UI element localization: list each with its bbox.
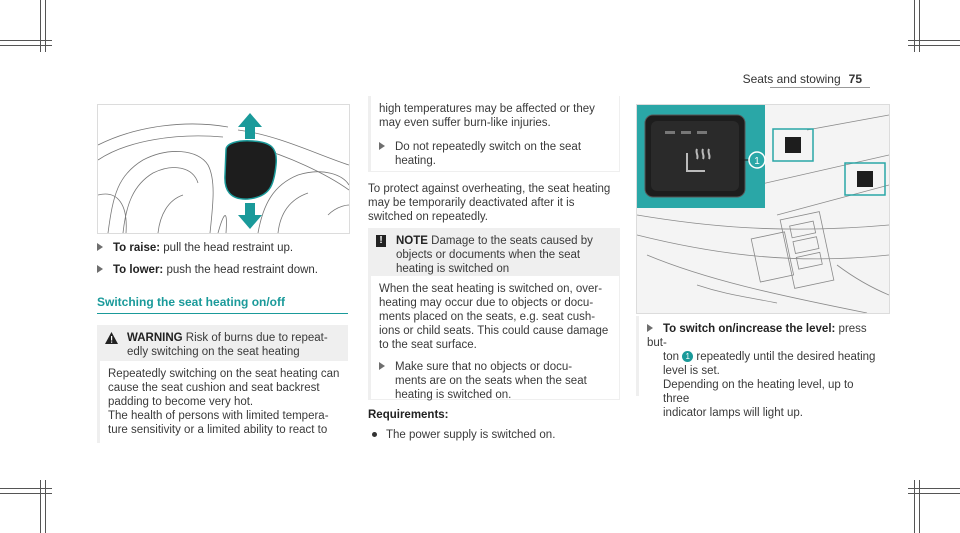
paragraph-line: To protect against overheating, the seat…	[368, 183, 611, 195]
warning-body-line: The health of persons with limited tempe…	[108, 410, 329, 422]
bullet-dot-icon	[372, 432, 377, 437]
warning-body-line: Repeatedly switching on the seat heating…	[108, 368, 340, 380]
crop-mark	[914, 480, 915, 533]
note-exclamation-icon: !	[376, 235, 386, 247]
crop-mark	[919, 0, 920, 52]
note-body-line: heating may occur due to objects or docu…	[379, 297, 594, 309]
head-restraint-illustration	[98, 113, 349, 233]
note-body-line: When the seat heating is switched on, ov…	[379, 283, 603, 295]
warning-continuation: high temperatures may be affected or the…	[368, 96, 620, 172]
warning-body-line: padding to become very hot.	[108, 396, 254, 408]
requirements: Requirements: The power supply is switch…	[368, 408, 620, 442]
crop-mark	[908, 45, 960, 46]
lower-text: push the head restraint down.	[166, 264, 318, 276]
warning-box: WARNING Risk of burns due to repeat- edl…	[97, 325, 348, 443]
requirements-title: Requirements:	[368, 409, 449, 421]
callout-1-icon: 1	[682, 351, 694, 362]
warning-header: WARNING Risk of burns due to repeat- edl…	[97, 325, 348, 361]
note-bullet: Make sure that no objects or docu- ments…	[379, 360, 611, 402]
crop-mark	[45, 480, 46, 533]
note-body-line: ments placed on the seats, e.g. seat cus…	[379, 311, 596, 323]
note-body-line: ions or child seats. This could cause da…	[379, 325, 609, 337]
switch-text: press but-	[647, 323, 867, 349]
arrow-up-icon	[238, 113, 262, 139]
page-number: 75	[848, 72, 862, 86]
head-restraint-figure	[97, 104, 350, 234]
switch-label: To switch on/increase the level:	[663, 323, 836, 335]
section-rule	[97, 313, 348, 314]
switch-text: repeatedly until the desired heating	[696, 351, 876, 363]
continuation-line: high temperatures may be affected or the…	[379, 103, 595, 115]
raise-label: To raise:	[113, 242, 161, 254]
bullet-arrow-icon	[97, 243, 103, 251]
warning-head-line: edly switching on the seat heating	[127, 346, 300, 358]
switch-text: level is set.	[663, 365, 720, 377]
callout-number: 1	[754, 156, 760, 167]
crop-mark	[914, 0, 915, 52]
crop-mark	[40, 480, 41, 533]
switch-text: Depending on the heating level, up to th…	[663, 379, 854, 405]
bullet-text: ments are on the seats when the seat	[395, 375, 587, 387]
crop-mark	[45, 0, 46, 52]
bullet-arrow-icon	[97, 265, 103, 273]
switch-text: ton	[663, 351, 679, 363]
raise-text: pull the head restraint up.	[163, 242, 294, 254]
bullet-text: Do not repeatedly switch on the seat	[395, 141, 582, 153]
continuation-line: may even suffer burn-like injuries.	[379, 117, 551, 129]
lower-label: To lower:	[113, 264, 164, 276]
seat-heating-icon	[686, 148, 711, 172]
warning-body-line: cause the seat cushion and seat backrest	[108, 382, 320, 394]
switch-text: indicator lamps will light up.	[663, 407, 803, 419]
crop-mark	[908, 40, 960, 41]
seat-heating-figure: 1	[636, 104, 890, 314]
bullet-text: heating.	[395, 155, 436, 167]
page-header: Seats and stowing 75	[743, 72, 862, 86]
note-body: When the seat heating is switched on, ov…	[368, 276, 620, 402]
warning-head-line: Risk of burns due to repeat-	[185, 332, 328, 344]
paragraph-line: switched on repeatedly.	[368, 211, 488, 223]
overheating-paragraph: To protect against overheating, the seat…	[368, 182, 620, 224]
note-body-line: to the seat surface.	[379, 339, 477, 351]
seat-heating-illustration: 1	[637, 105, 889, 313]
crop-mark	[0, 493, 52, 494]
bullet-text: heating is switched on.	[395, 389, 512, 401]
warning-body: Repeatedly switching on the seat heating…	[97, 361, 348, 443]
raise-instruction: To raise: pull the head restraint up.	[97, 242, 293, 254]
crop-mark	[0, 40, 52, 41]
arrow-down-icon	[238, 203, 262, 229]
requirement-item: The power supply is switched on.	[368, 428, 620, 442]
note-box: ! NOTE Damage to the seats caused by obj…	[368, 228, 620, 402]
note-header: ! NOTE Damage to the seats caused by obj…	[368, 228, 620, 276]
crop-mark	[919, 480, 920, 533]
crop-mark	[40, 0, 41, 52]
bullet-arrow-icon	[379, 362, 385, 370]
header-section: Seats and stowing	[742, 72, 841, 86]
section-title: Switching the seat heating on/off	[97, 295, 286, 309]
note-head-line: objects or documents when the seat	[396, 249, 581, 261]
bullet-arrow-icon	[647, 324, 653, 332]
warning-body-line: ture sensitivity or a limited ability to…	[108, 424, 328, 436]
lower-instruction: To lower: push the head restraint down.	[97, 264, 318, 276]
note-head-line: heating is switched on	[396, 263, 510, 275]
header-rule	[770, 87, 870, 88]
bullet-arrow-icon	[379, 142, 385, 150]
crop-mark	[908, 493, 960, 494]
paragraph-line: may be temporarily deactivated after it …	[368, 197, 575, 209]
continuation-bullet: Do not repeatedly switch on the seat hea…	[379, 140, 611, 168]
requirement-text: The power supply is switched on.	[386, 429, 556, 441]
note-head-line: Damage to the seats caused by	[431, 235, 593, 247]
bullet-text: Make sure that no objects or docu-	[395, 361, 573, 373]
crop-mark	[0, 488, 52, 489]
note-title: NOTE	[396, 235, 428, 247]
warning-triangle-icon	[105, 332, 118, 344]
switch-on-instruction: To switch on/increase the level: press b…	[636, 316, 888, 419]
warning-title: WARNING	[127, 332, 183, 344]
crop-mark	[0, 45, 52, 46]
crop-mark	[908, 488, 960, 489]
